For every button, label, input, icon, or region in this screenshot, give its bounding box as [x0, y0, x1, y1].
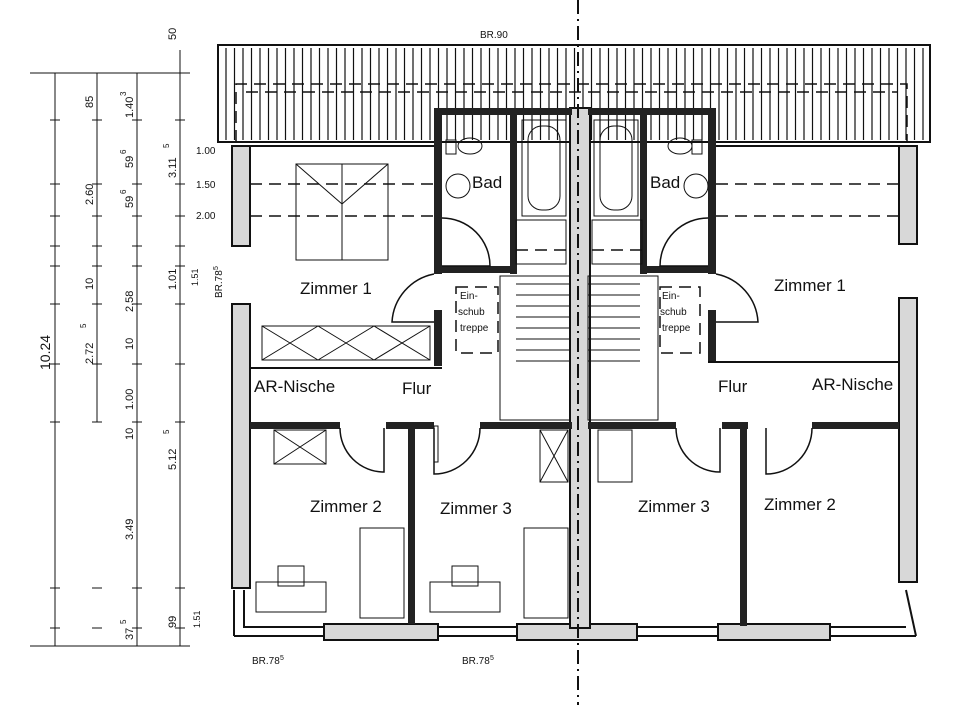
dim-1403-sup: 3 [119, 91, 128, 96]
room-flur-right: Flur [718, 377, 748, 396]
dim-596a-sup: 6 [119, 149, 128, 154]
einschub-right-2: schub [660, 307, 687, 318]
br-top: BR.90 [480, 30, 508, 41]
dim-349: 3.49 [124, 519, 136, 540]
dim-2725: 2.72 [84, 343, 96, 364]
room-ar-nische-right: AR-Nische [812, 375, 893, 394]
room-zimmer1-right: Zimmer 1 [774, 276, 846, 295]
room-ar-nische-left: AR-Nische [254, 377, 335, 396]
dim-375: 37 [124, 628, 136, 640]
dim-258: 2.58 [124, 291, 136, 312]
room-zimmer2-right: Zimmer 2 [764, 495, 836, 514]
dim-10a: 10 [84, 278, 96, 290]
interior-walls-left [250, 108, 572, 624]
room-bad-right: Bad [650, 173, 680, 192]
height-100: 1.00 [196, 146, 216, 157]
dim-99: 99 [167, 616, 179, 628]
dim-10c: 10 [124, 428, 136, 440]
dim-101: 1.01 [167, 269, 179, 290]
dimension-chains [30, 50, 190, 647]
outer-walls [231, 145, 918, 641]
room-zimmer3-right: Zimmer 3 [638, 497, 710, 516]
einschub-left-2: schub [458, 307, 485, 318]
height-lines [250, 183, 899, 217]
room-flur-left: Flur [402, 379, 432, 398]
dim-596b-sup: 6 [119, 189, 128, 194]
dim-50: 50 [167, 28, 179, 40]
doors [339, 217, 813, 475]
height-200: 2.00 [196, 211, 216, 222]
furniture-right [587, 119, 709, 483]
br-bottom-left: BR.78 [252, 656, 280, 667]
furniture-left [255, 119, 571, 619]
room-zimmer2-left: Zimmer 2 [310, 497, 382, 516]
einschub-right-1: Ein- [662, 291, 680, 302]
dim-10b: 10 [124, 338, 136, 350]
room-zimmer3-left: Zimmer 3 [440, 499, 512, 518]
dim-151a: 1.51 [190, 268, 200, 286]
dim-151b: 1.51 [192, 610, 202, 628]
dim-260: 2.60 [84, 184, 96, 205]
interior-walls-right [588, 108, 899, 626]
dim-596b: 59 [124, 196, 136, 208]
dim-85: 85 [84, 96, 96, 108]
room-zimmer1-left: Zimmer 1 [300, 279, 372, 298]
dim-3115-sup: 5 [162, 143, 171, 148]
br-side-sup: 5 [213, 266, 220, 270]
br-bottom-mid-sup: 5 [490, 655, 494, 662]
br-side: BR.78 [214, 270, 225, 298]
height-150: 1.50 [196, 180, 216, 191]
dim-1403: 1.40 [124, 97, 136, 118]
einschub-left-3: treppe [460, 323, 489, 334]
br-bottom-mid: BR.78 [462, 656, 490, 667]
dim-100: 1.00 [124, 389, 136, 410]
dim-375-sup: 5 [119, 619, 128, 624]
room-bad-left: Bad [472, 173, 502, 192]
dim-596a: 59 [124, 156, 136, 168]
br-bottom-left-sup: 5 [280, 655, 284, 662]
total-height-dim: 10.24 [37, 335, 53, 370]
dim-3115: 3.11 [167, 157, 179, 178]
dim-5125: 5.12 [167, 449, 179, 470]
party-wall [569, 0, 591, 705]
dim-2725-sup: 5 [79, 323, 88, 328]
einschub-right-3: treppe [662, 323, 691, 334]
einschub-left-1: Ein- [460, 291, 478, 302]
dim-5125-sup: 5 [162, 429, 171, 434]
